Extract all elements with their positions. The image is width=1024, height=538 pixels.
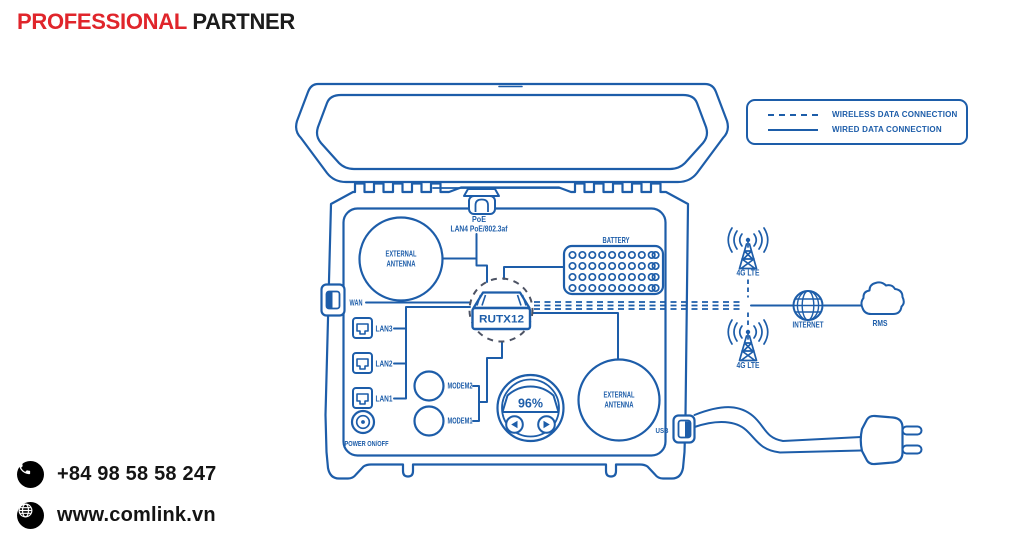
lan3-label: LAN3 [376, 325, 393, 334]
cable-upper-line [693, 406, 862, 443]
poe-latch-arch [474, 198, 489, 212]
battery-label: BATTERY [603, 235, 630, 245]
router-rutx12 [468, 277, 534, 343]
usb-port-pin [685, 421, 691, 437]
case-lid [295, 82, 729, 184]
contact-website: www.comlink.vn [57, 504, 216, 526]
internet-label: INTERNET [793, 320, 825, 330]
wan-label: WAN [350, 299, 363, 308]
power-label: POWER ON/OFF [345, 439, 389, 448]
globe-icon [17, 502, 44, 529]
wire-router-to-antenna2 [532, 312, 619, 360]
usb-label: USB [656, 426, 669, 435]
gauge-screen [501, 385, 560, 413]
modem2-pad [413, 370, 445, 402]
wan-port-pin [327, 292, 333, 308]
battery-outline [562, 244, 665, 296]
power-button [350, 409, 376, 435]
case-body [324, 182, 690, 480]
cell-tower-bottom-icon [727, 319, 769, 362]
router-model-label: RUTX12 [479, 314, 524, 326]
poe-label: PoE [472, 214, 486, 224]
power-cable [693, 406, 862, 454]
legend-wired-row: WIRED DATA CONNECTION [768, 125, 966, 134]
power-plug-icon [859, 414, 923, 466]
contact-website-row: www.comlink.vn [17, 502, 216, 529]
arrow-left-icon [511, 420, 518, 429]
router-front-face [471, 306, 532, 331]
plug-body [859, 414, 904, 466]
arrow-right-icon [543, 420, 550, 429]
plug-prong-top [901, 425, 923, 436]
internet-globe-icon [792, 290, 824, 321]
legend-wireless-row: WIRELESS DATA CONNECTION [768, 110, 966, 119]
legend-wired-label: WIRED DATA CONNECTION [832, 125, 942, 134]
antenna-top-label-2: ANTENNA [387, 259, 416, 269]
wan-port [320, 283, 346, 317]
dashed-line-icon [768, 113, 818, 116]
wire-poe-to-router [475, 233, 488, 283]
antenna-bottom-label-2: ANTENNA [605, 400, 634, 410]
battery-pack [562, 244, 665, 296]
lan1-port [352, 387, 373, 409]
contact-phone-number: +84 98 58 58 247 [57, 463, 217, 485]
lid-outer [295, 82, 729, 184]
modem1-pad [413, 405, 445, 437]
phone-icon [17, 461, 44, 488]
antenna-bottom-label-1: EXTERNAL [604, 390, 635, 400]
usb-port [672, 414, 696, 444]
lte-top-label: 4G LTE [737, 268, 760, 278]
cable-lower-line [693, 421, 862, 454]
wireless-connections [534, 279, 749, 327]
legend-box: WIRELESS DATA CONNECTION WIRED DATA CONN… [746, 99, 968, 145]
poe-latch [463, 188, 500, 215]
modem2-label: MODEM2 [448, 382, 473, 391]
cell-tower-top-icon [727, 227, 769, 270]
solid-line-icon [768, 128, 818, 131]
lan2-port [352, 352, 373, 374]
rms-label: RMS [873, 318, 888, 328]
battery-gauge [496, 373, 565, 443]
gauge-value: 96% [518, 397, 543, 411]
lid-inner [315, 93, 709, 171]
case-body-outline [324, 182, 690, 480]
external-antenna-bottom-circle [577, 358, 661, 442]
wire-battery-to-router [503, 266, 565, 280]
router-antenna-marks [476, 294, 527, 306]
wired-connections [365, 233, 619, 422]
lan2-label: LAN2 [376, 360, 393, 369]
router-top-face [472, 291, 531, 310]
wan-port-inner [325, 290, 341, 310]
external-antenna-top-circle [358, 216, 444, 302]
brand-red: PROFESSIONAL [17, 9, 187, 34]
wire-modem-bracket [472, 341, 503, 422]
case-inner-wall [342, 207, 667, 457]
poe-latch-tab [463, 188, 500, 197]
wan-port-outer [320, 283, 346, 317]
poe-sub-label: LAN4 PoE/802.3af [451, 224, 508, 234]
lte-bottom-label: 4G LTE [737, 360, 760, 370]
lan-ports [352, 317, 373, 409]
lan1-label: LAN1 [376, 395, 393, 404]
antenna-top-label-1: EXTERNAL [386, 249, 417, 259]
router-dashed-ring [468, 277, 534, 343]
legend-wireless-label: WIRELESS DATA CONNECTION [832, 110, 958, 119]
plug-prong-bottom [901, 444, 923, 455]
battery-cells [568, 250, 660, 293]
contact-phone-row: +84 98 58 58 247 [17, 461, 216, 488]
rms-cloud-icon [860, 281, 905, 315]
wire-lan-bracket [393, 306, 471, 400]
lan3-port [352, 317, 373, 339]
gauge-inner-ring [501, 378, 560, 438]
brand-header: PROFESSIONAL PARTNER [17, 9, 295, 35]
diagram-labels: PoE LAN4 PoE/802.3af BATTERY EXTERNAL AN… [345, 214, 888, 448]
brand-black: PARTNER [192, 9, 295, 34]
modem1-label: MODEM1 [448, 417, 473, 426]
